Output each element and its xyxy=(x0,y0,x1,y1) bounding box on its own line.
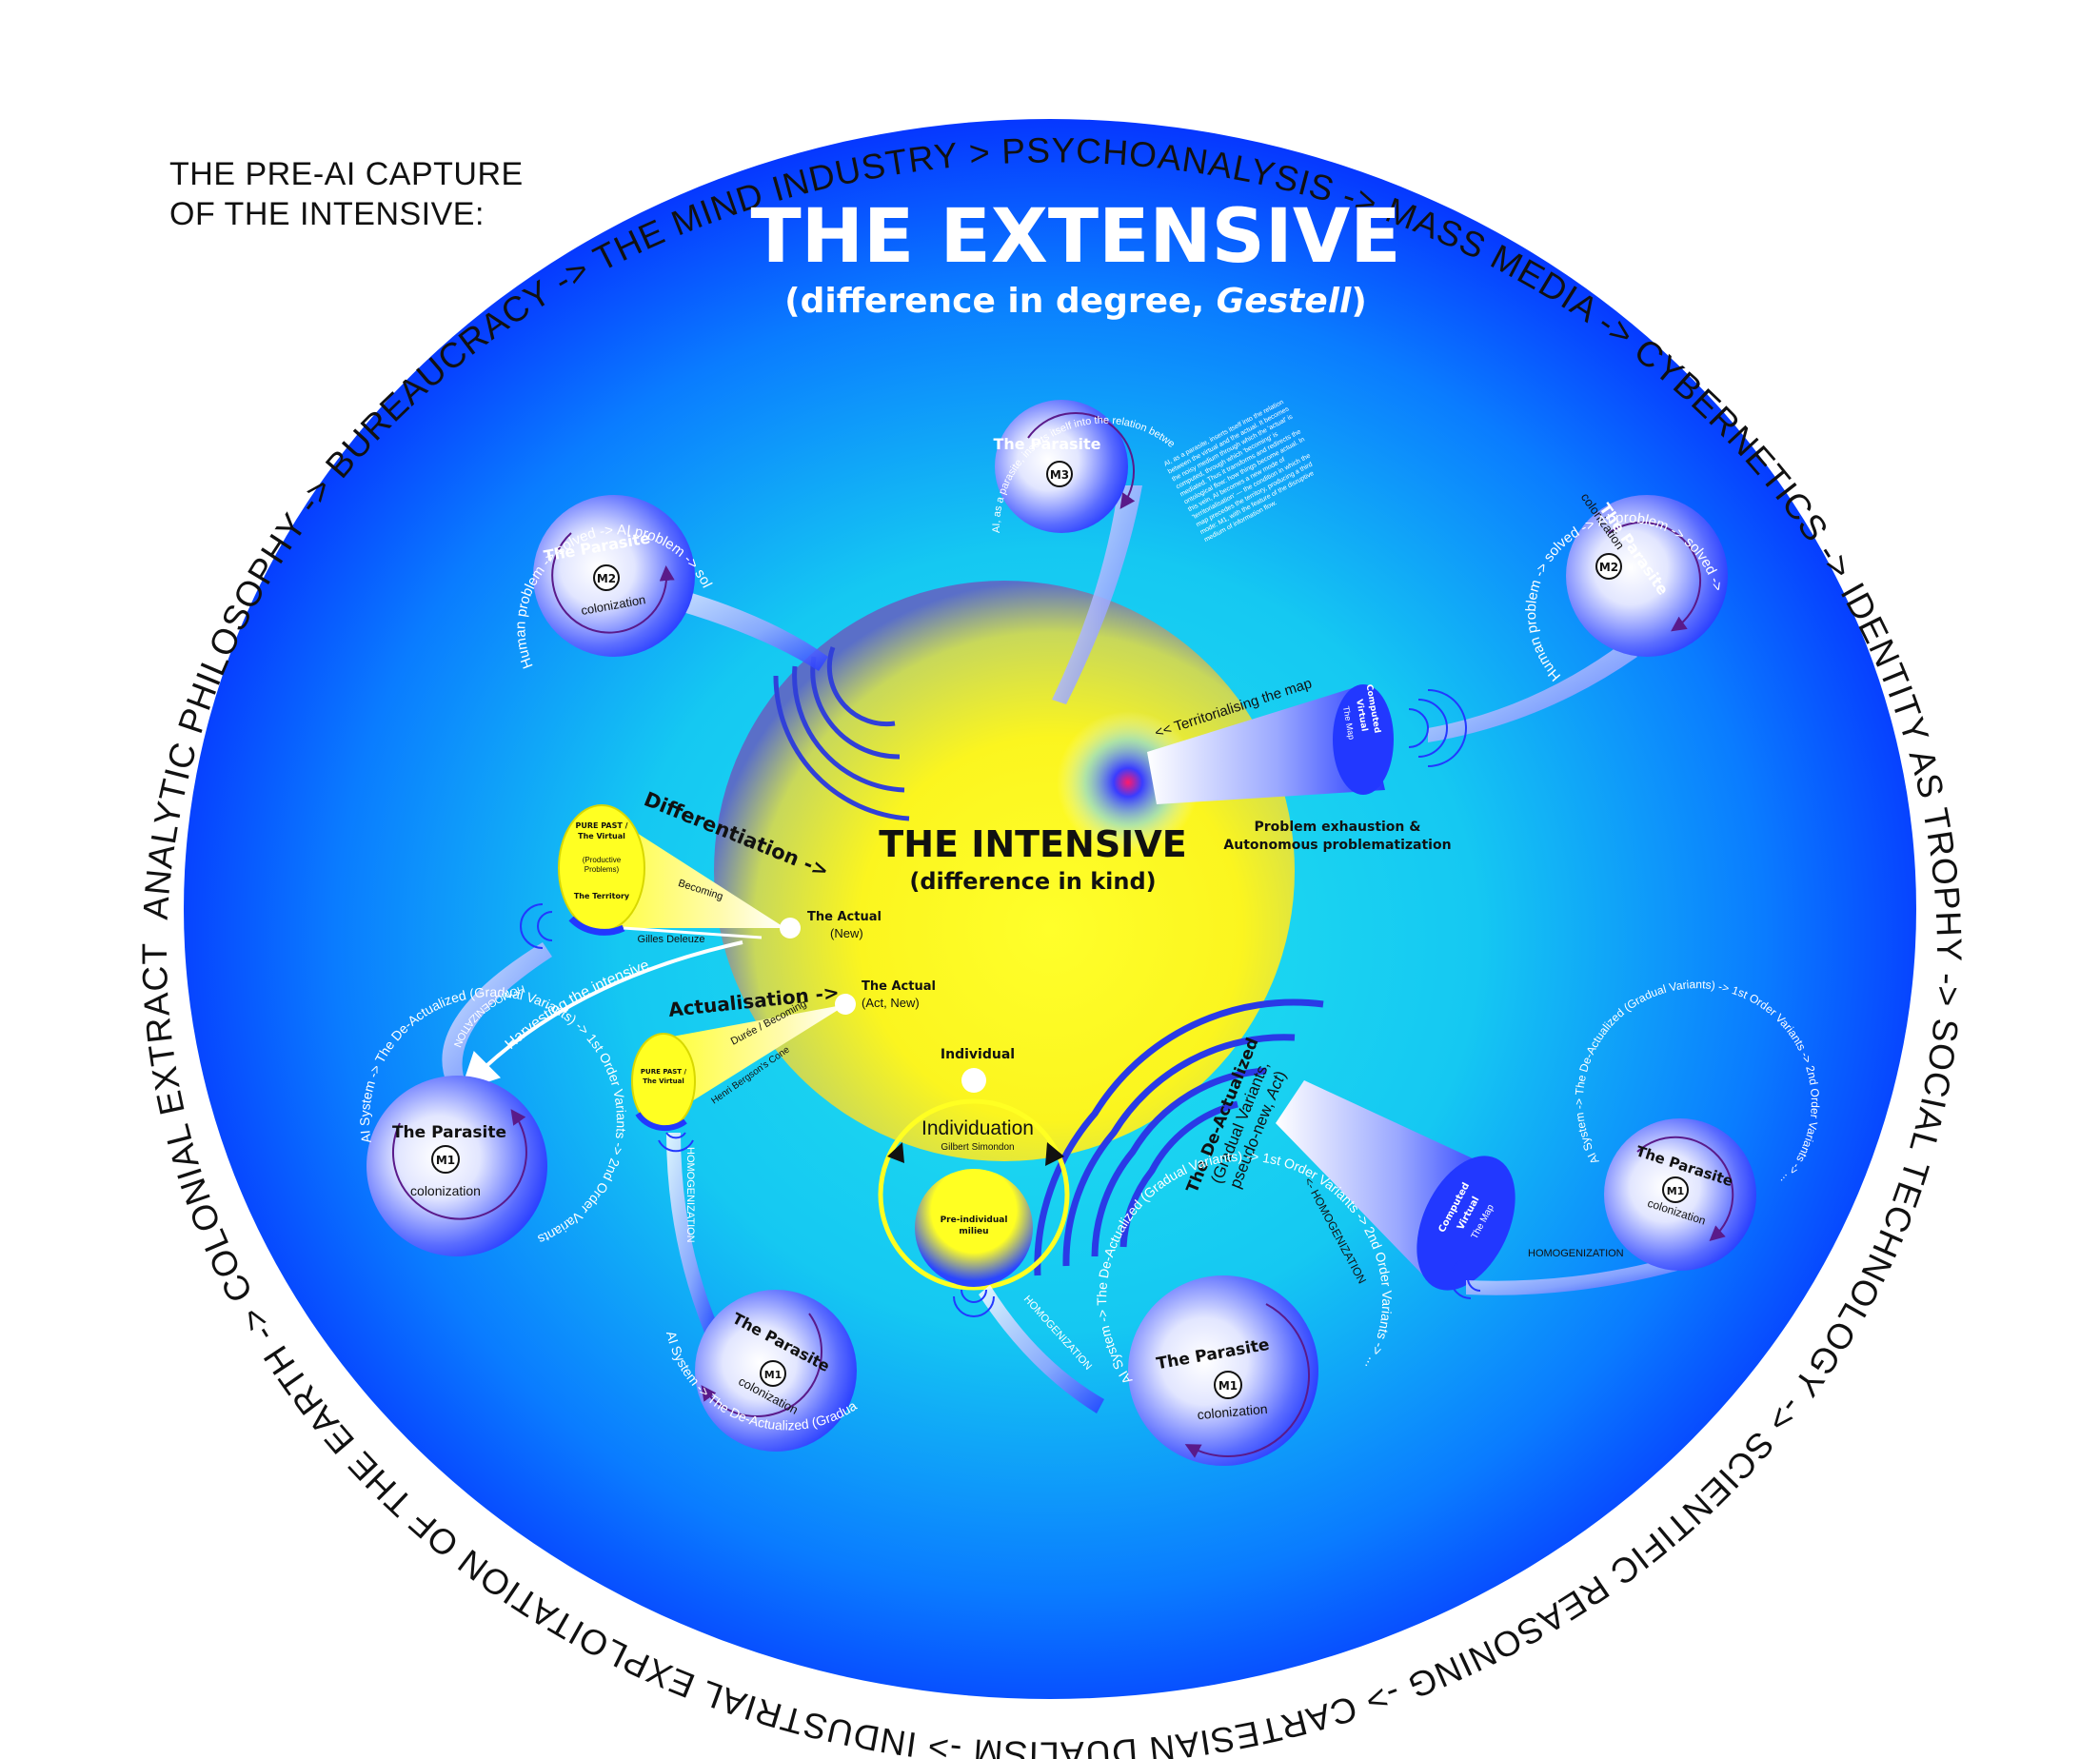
m1-left-title: The Parasite xyxy=(392,1123,506,1142)
individuation-arrow-right xyxy=(1045,1142,1064,1166)
homog-left-vertical: HOMOGENIZATION xyxy=(684,1147,696,1243)
m1-right-badge xyxy=(1662,1176,1689,1203)
parasite-m1-bottom-left: The Parasite M1 colonization xyxy=(695,1290,857,1452)
actual-act-dot xyxy=(835,994,856,1015)
preindividual-line1: Pre-individual xyxy=(941,1215,1008,1225)
individuation-author: Gilbert Simondon xyxy=(941,1142,1014,1153)
individuation-arrow-left xyxy=(887,1142,904,1163)
diff-cone-top: PURE PAST / xyxy=(575,821,627,830)
extensive-subtitle-italic: Gestell xyxy=(1217,282,1352,321)
intensive-title: THE INTENSIVE xyxy=(879,823,1186,865)
homog-right-bottom: HOMOGENIZATION xyxy=(1528,1248,1624,1259)
individual-label: Individual xyxy=(941,1047,1015,1062)
m1-bc-badge xyxy=(1214,1371,1242,1399)
diff-cone-top2: The Virtual xyxy=(578,832,625,840)
wave-arcs-upper-left xyxy=(773,646,910,821)
actualisation-cone: PURE PAST / The Virtual Durée / Becoming… xyxy=(631,998,847,1132)
corner-title: THE PRE-AI CAPTURE OF THE INTENSIVE: xyxy=(169,154,524,234)
actual-new-dot xyxy=(780,918,801,939)
individual-dot xyxy=(961,1068,986,1093)
m2-right-badge xyxy=(1595,553,1622,580)
computed-virtual-top: Computed Virtual The Map xyxy=(1147,683,1394,804)
diff-cone-mid1: (Productive xyxy=(583,856,622,864)
diff-cone-bottom: The Territory xyxy=(574,892,630,900)
m1-left-badge xyxy=(431,1145,460,1174)
actual-act-title: The Actual xyxy=(862,979,936,994)
act-cone-top2: The Virtual xyxy=(643,1077,684,1085)
extensive-title: THE EXTENSIVE xyxy=(751,194,1401,280)
diff-author: Gilles Deleuze xyxy=(638,934,705,945)
intensive-subtitle: (difference in kind) xyxy=(909,868,1156,895)
individuation-cycle: Individual Individuation Gilbert Simondo… xyxy=(878,1047,1070,1291)
actual-new-title: The Actual xyxy=(807,910,882,924)
differentiation-cone: PURE PAST / The Virtual (Productive Prob… xyxy=(558,804,785,945)
preindividual-line2: milieu xyxy=(959,1227,988,1236)
corner-title-line2: OF THE INTENSIVE: xyxy=(169,196,485,232)
parasite-m2-right: The Parasite M2 colonization xyxy=(1566,490,1728,657)
m1-bc-colonization: colonization xyxy=(1197,1401,1268,1422)
m3-title: The Parasite xyxy=(993,435,1100,453)
wave-arcs-deactualized xyxy=(1034,998,1324,1276)
parasite-m1-right: The Parasite M1 colonization xyxy=(1604,1118,1756,1271)
corner-title-line1: THE PRE-AI CAPTURE xyxy=(169,156,524,192)
problem-exhaustion-1: Problem exhaustion & xyxy=(1255,820,1421,835)
m3-badge-label: M3 xyxy=(1050,468,1069,482)
extensive-subtitle: (difference in degree, Gestell) xyxy=(784,282,1367,321)
m1-bl-badge xyxy=(760,1360,786,1387)
parasite-m1-bottom-center: The Parasite M1 colonization xyxy=(1128,1275,1318,1466)
m1-bl-badge-label: M1 xyxy=(764,1369,783,1381)
m2-left-badge-label: M2 xyxy=(597,572,616,585)
m1-bc-badge-label: M1 xyxy=(1218,1379,1238,1393)
problem-exhaustion-2: Autonomous problematization xyxy=(1223,838,1451,853)
m2-left-badge xyxy=(593,564,620,591)
parasite-m2-left: The Parasite M2 colonization xyxy=(533,495,695,657)
signal-marks xyxy=(520,689,1481,1317)
parasite-m3: The Parasite M3 xyxy=(993,400,1136,533)
m1-right-badge-label: M1 xyxy=(1667,1185,1685,1197)
individuation-title: Individuation xyxy=(921,1117,1034,1139)
diff-base-line xyxy=(623,926,763,939)
m3-badge xyxy=(1046,461,1073,487)
m1-left-badge-label: M1 xyxy=(436,1154,455,1167)
act-cone-top: PURE PAST / xyxy=(641,1068,687,1076)
extensive-subtitle-prefix: (difference in degree, xyxy=(784,282,1216,321)
map-glow xyxy=(1057,711,1199,854)
actual-new-sub: (New) xyxy=(830,926,863,940)
parasite-m1-left: The Parasite M1 colonization xyxy=(367,1076,547,1256)
actual-act-sub: (Act, New) xyxy=(862,996,920,1010)
m2-right-badge-label: M2 xyxy=(1599,561,1618,574)
harvesting-arrow xyxy=(460,940,743,1092)
m1-left-colonization: colonization xyxy=(410,1183,481,1198)
preindividual-sphere xyxy=(915,1169,1033,1287)
diff-cone-mid2: Problems) xyxy=(584,865,620,874)
extensive-subtitle-suffix: ) xyxy=(1351,282,1366,321)
computed-virtual-bottom: Computed Virtual The Map xyxy=(1276,1080,1516,1291)
